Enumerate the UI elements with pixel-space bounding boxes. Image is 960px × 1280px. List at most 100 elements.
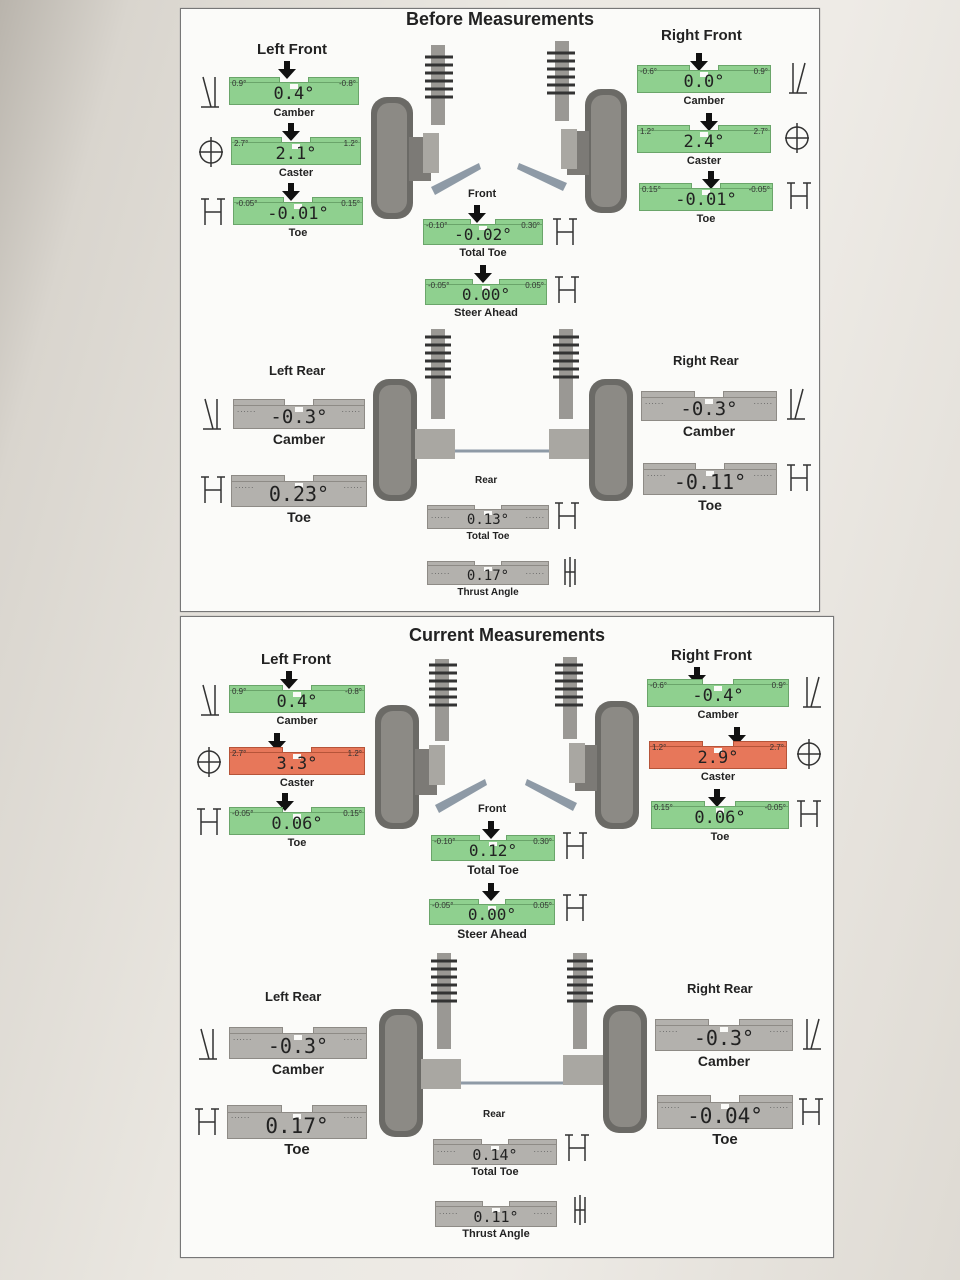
steer-ahead-value: 0.00° [461, 285, 511, 304]
camber-icon [203, 398, 221, 430]
right-front-label: Right Front [671, 647, 752, 664]
rr-toe-value: -0.04° [687, 1104, 763, 1128]
rf-camber-label: Camber [697, 709, 739, 721]
rear-total-toe-label: Total Toe [466, 531, 510, 542]
lf-toe-gauge: -0.05° 0.15° -0.01° Toe [233, 197, 363, 239]
rr-camber-gauge: ............ -0.3° Camber [655, 1019, 793, 1069]
lf-caster-gauge: 2.7° 1.2° 2.1° Caster [231, 137, 361, 179]
front-axle-label: Front [478, 803, 507, 815]
lr-toe-value: 0.17° [265, 1114, 329, 1138]
rear-total-toe-value: 0.14° [472, 1146, 518, 1164]
thrust-angle-value: 0.11° [473, 1208, 519, 1226]
rear-axle-label: Rear [475, 475, 498, 486]
lf-camber-gauge: 0.9° -0.8° 0.4° Camber [229, 77, 359, 119]
rr-camber-label: Camber [682, 423, 736, 439]
rear-axle-label: Rear [483, 1109, 506, 1120]
rf-camber-gauge: -0.6° 0.9° -0.4° Camber [647, 679, 789, 721]
rf-caster-value: 2.9° [697, 748, 739, 768]
lf-toe-value: -0.01° [267, 204, 329, 224]
rf-caster-value: 2.4° [683, 132, 725, 152]
current-measurements-panel: Current Measurements Left Front 0.9° -0.… [180, 616, 834, 1258]
lf-caster-gauge: 2.7° 1.2° 3.3° Caster [229, 747, 365, 789]
lf-camber-value: 0.4° [276, 692, 318, 712]
lr-toe-label: Toe [287, 509, 311, 525]
front-suspension-illustration [371, 41, 627, 219]
front-total-toe-value: 0.12° [468, 841, 518, 860]
toe-icon [565, 1134, 589, 1161]
lf-toe-label: Toe [287, 837, 307, 849]
rear-total-toe-label: Total Toe [471, 1166, 519, 1178]
camber-icon [199, 1028, 217, 1060]
toe-icon [555, 502, 579, 529]
lf-camber-label: Camber [276, 715, 318, 727]
front-axle-label: Front [468, 188, 497, 200]
caster-icon [785, 123, 809, 153]
lf-caster-value: 3.3° [276, 754, 318, 774]
left-rear-label: Left Rear [269, 363, 326, 378]
camber-icon [789, 62, 807, 94]
rr-toe-gauge: ............ -0.04° Toe [657, 1095, 793, 1148]
rf-caster-label: Caster [686, 155, 722, 167]
steer-ahead-label: Steer Ahead [457, 927, 527, 941]
rf-toe-label: Toe [710, 831, 730, 843]
rear-suspension-illustration [379, 953, 647, 1137]
thrust-angle-label: Thrust Angle [457, 587, 519, 598]
rf-camber-value: 0.0° [683, 72, 725, 92]
toe-icon [553, 218, 577, 245]
rf-camber-gauge: -0.6° 0.9° 0.0° Camber [637, 65, 771, 107]
lf-toe-gauge: -0.05° 0.15° 0.06° Toe [229, 807, 365, 849]
camber-icon [201, 76, 219, 108]
thrust-angle-gauge: ............ 0.17° Thrust Angle [427, 561, 549, 598]
rr-toe-label: Toe [712, 1131, 738, 1148]
rr-camber-label: Camber [697, 1053, 751, 1069]
steer-ahead-icon [563, 894, 587, 921]
thrust-angle-label: Thrust Angle [462, 1228, 530, 1240]
panel-title: Before Measurements [405, 9, 595, 29]
toe-icon [197, 808, 221, 835]
rf-caster-gauge: 1.2° 2.7° 2.4° Caster [637, 125, 771, 167]
rf-caster-label: Caster [700, 771, 736, 783]
rf-toe-gauge: 0.15° -0.05° -0.01° Toe [639, 183, 773, 225]
toe-icon [563, 832, 587, 859]
right-rear-label: Right Rear [687, 981, 753, 996]
right-front-label: Right Front [661, 27, 742, 44]
rf-toe-gauge: 0.15° -0.05° 0.06° Toe [651, 801, 789, 843]
lr-camber-gauge: ............ -0.3° Camber [233, 399, 365, 447]
caster-icon [197, 747, 221, 777]
rf-camber-label: Camber [683, 95, 725, 107]
rr-toe-value: -0.11° [673, 470, 747, 494]
camber-icon [201, 684, 219, 716]
lr-camber-value: -0.3° [267, 1034, 329, 1058]
lr-toe-gauge: ............ 0.23° Toe [231, 475, 367, 525]
rr-camber-value: -0.3° [680, 398, 738, 420]
front-total-toe-label: Total Toe [459, 247, 507, 259]
camber-icon [803, 1018, 821, 1050]
front-suspension-illustration [375, 657, 639, 829]
left-front-label: Left Front [257, 41, 327, 58]
toe-icon [201, 476, 225, 503]
left-front-label: Left Front [261, 651, 331, 668]
front-total-toe-label: Total Toe [467, 863, 519, 877]
toe-icon [195, 1108, 219, 1135]
front-total-toe-gauge: -0.10° 0.30° -0.02° Total Toe [423, 219, 543, 259]
toe-icon [799, 1098, 823, 1125]
steer-ahead-label: Steer Ahead [454, 307, 518, 319]
rf-toe-label: Toe [696, 213, 716, 225]
rr-toe-gauge: ............ -0.11° Toe [643, 463, 777, 513]
rear-suspension-illustration [373, 329, 633, 501]
lr-camber-label: Camber [272, 431, 326, 447]
right-rear-label: Right Rear [673, 353, 739, 368]
lr-camber-label: Camber [271, 1061, 325, 1077]
lr-toe-label: Toe [284, 1141, 310, 1158]
toe-icon [787, 182, 811, 209]
panel-title: Current Measurements [408, 625, 606, 645]
front-total-toe-gauge: -0.10° 0.30° 0.12° Total Toe [431, 835, 555, 877]
toe-icon [201, 198, 225, 225]
rf-toe-value: -0.01° [675, 190, 737, 210]
lf-caster-label: Caster [278, 167, 314, 179]
toe-icon [797, 800, 821, 827]
lf-toe-value: 0.06° [271, 814, 323, 834]
thrust-angle-icon [574, 1195, 586, 1225]
toe-icon [787, 464, 811, 491]
rr-toe-label: Toe [698, 497, 722, 513]
